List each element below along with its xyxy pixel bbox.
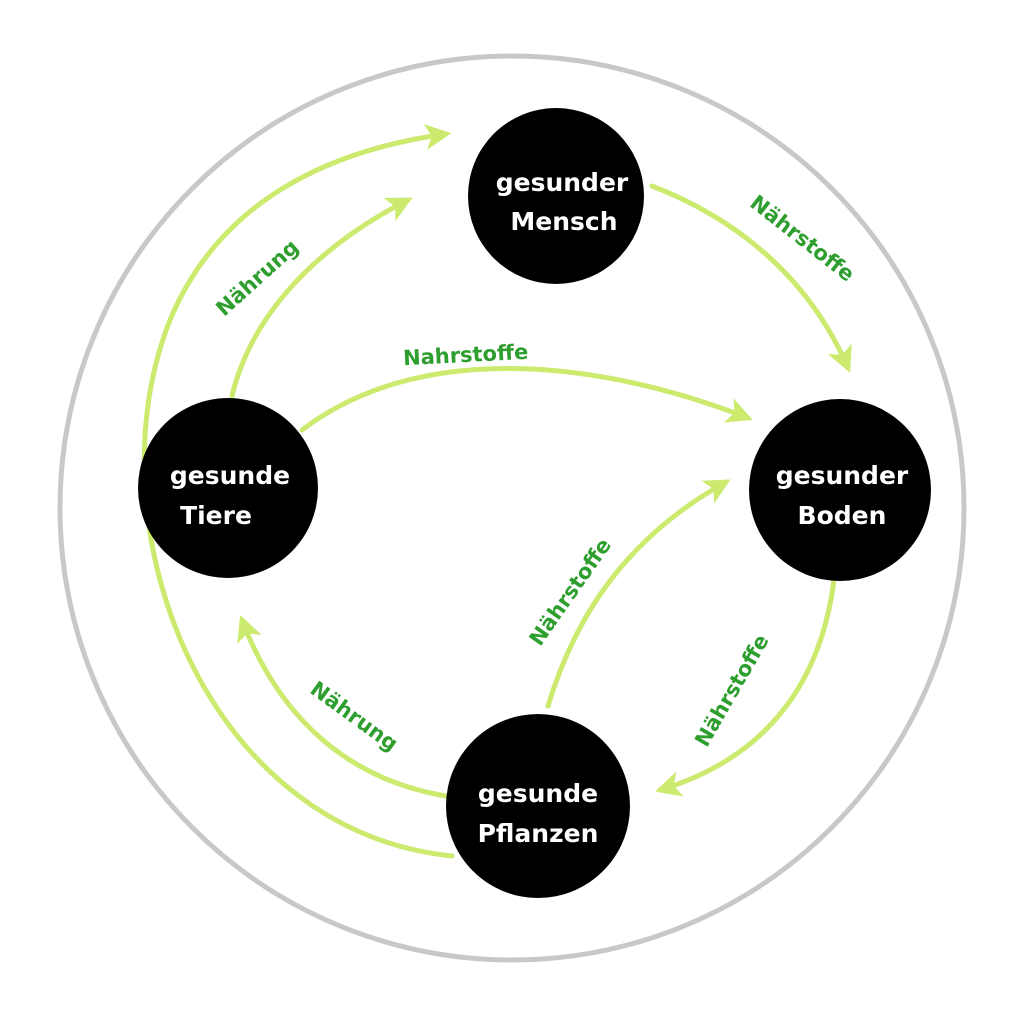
node-circle <box>468 108 644 284</box>
node-label-line2: Mensch <box>510 207 617 236</box>
node-label-line2: Boden <box>798 501 887 530</box>
edge-label-mensch-boden: Nährstoffe <box>746 190 859 286</box>
node-circle <box>446 714 630 898</box>
arrow-mensch-to-boden <box>649 183 852 373</box>
node-gesunde-tiere: gesunde Tiere <box>138 398 318 578</box>
arrow-tiere-to-boden <box>299 365 753 433</box>
edge-label-tiere-boden: Nahrstoffe <box>402 340 528 371</box>
node-label-line1: gesunde <box>170 461 290 490</box>
node-circle <box>749 399 931 581</box>
arrow-pflanzen-to-mensch <box>141 123 455 859</box>
arrow-pflanzen-to-tiere <box>237 615 449 799</box>
node-label-line1: gesunder <box>496 168 629 197</box>
node-label-line1: gesunder <box>776 461 909 490</box>
arrow-boden-to-pflanzen <box>655 577 837 797</box>
node-label-line2: Tiere <box>180 501 252 530</box>
node-circle <box>138 398 318 578</box>
outer-ring <box>57 53 967 963</box>
node-gesunde-pflanzen: gesunde Pflanzen <box>446 714 630 898</box>
node-label-line1: gesunde <box>478 779 598 808</box>
node-gesunder-mensch: gesunder Mensch <box>468 108 644 284</box>
node-label-line2: Pflanzen <box>478 819 599 848</box>
edge-label-tiere-mensch: Nährung <box>211 235 303 321</box>
arrow-tiere-to-mensch <box>229 197 413 399</box>
node-gesunder-boden: gesunder Boden <box>749 399 931 581</box>
edge-label-pflanzen-tiere: Nährung <box>306 677 403 756</box>
arrow-pflanzen-to-boden <box>545 479 731 709</box>
